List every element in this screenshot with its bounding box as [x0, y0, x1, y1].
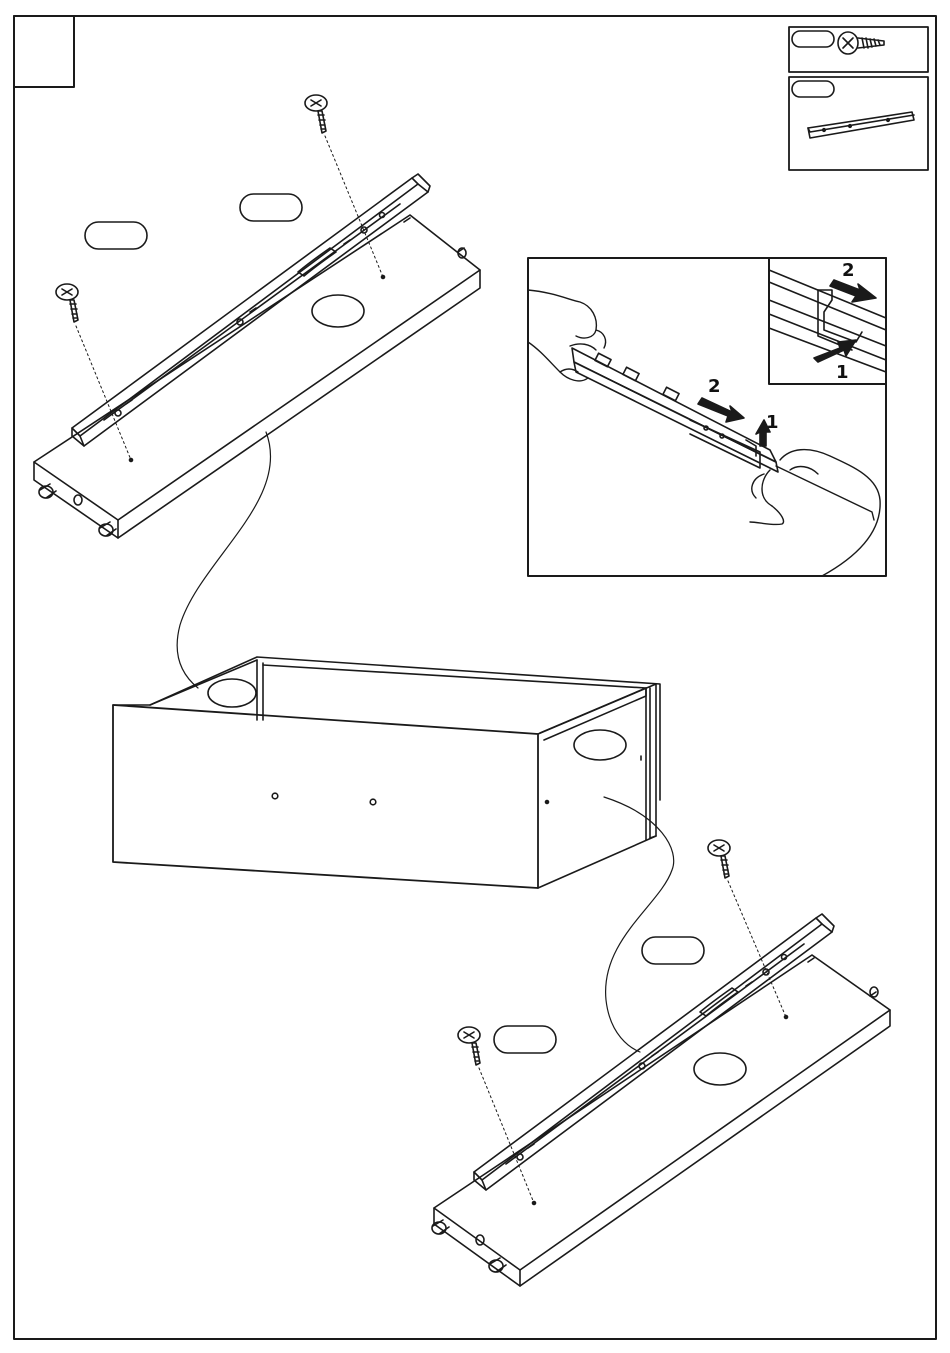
lower-rail: [474, 914, 834, 1190]
drawer-box: [113, 657, 660, 888]
lift-arrow-icon: 1: [756, 412, 779, 446]
zoom-lift-arrow-label: 1: [836, 362, 849, 383]
rail-separation-detail: 2 1 2: [528, 258, 886, 576]
lower-panel-dowels: [432, 958, 878, 1272]
lower-panel-cam-hole: [694, 1053, 746, 1085]
upper-rail: [72, 174, 430, 446]
left-hand-illustration: [528, 290, 606, 381]
upper-screw-right: [305, 95, 383, 277]
lower-right-callout: [642, 937, 704, 964]
upper-left-callout: [85, 222, 147, 249]
upper-side-panel: [34, 215, 480, 538]
push-arrow-icon: 2: [698, 376, 744, 422]
step-number-box: [14, 16, 74, 87]
rail-part-id-badge: [792, 81, 834, 97]
upper-screw-left: [56, 284, 131, 460]
rail-zoom-detail: 2 1: [769, 258, 886, 384]
lower-connector-line: [604, 797, 674, 1052]
screw-part-id-badge: [792, 31, 834, 47]
upper-panel-cam-hole: [312, 295, 364, 327]
zoom-push-arrow-label: 2: [842, 260, 855, 281]
lower-left-callout: [494, 1026, 556, 1053]
drawer-left-cam-hole: [208, 679, 256, 707]
legend-screw-box: [789, 27, 928, 72]
inset-rail: [572, 348, 778, 472]
push-arrow-label: 2: [708, 376, 721, 397]
legend-rail-box: [789, 77, 928, 170]
screw-icon: [838, 32, 884, 54]
drawer-right-cam-hole: [574, 730, 626, 760]
upper-panel-dowels: [39, 218, 466, 536]
lift-arrow-label: 1: [766, 412, 779, 433]
rail-icon: [808, 112, 914, 138]
upper-right-callout: [240, 194, 302, 221]
